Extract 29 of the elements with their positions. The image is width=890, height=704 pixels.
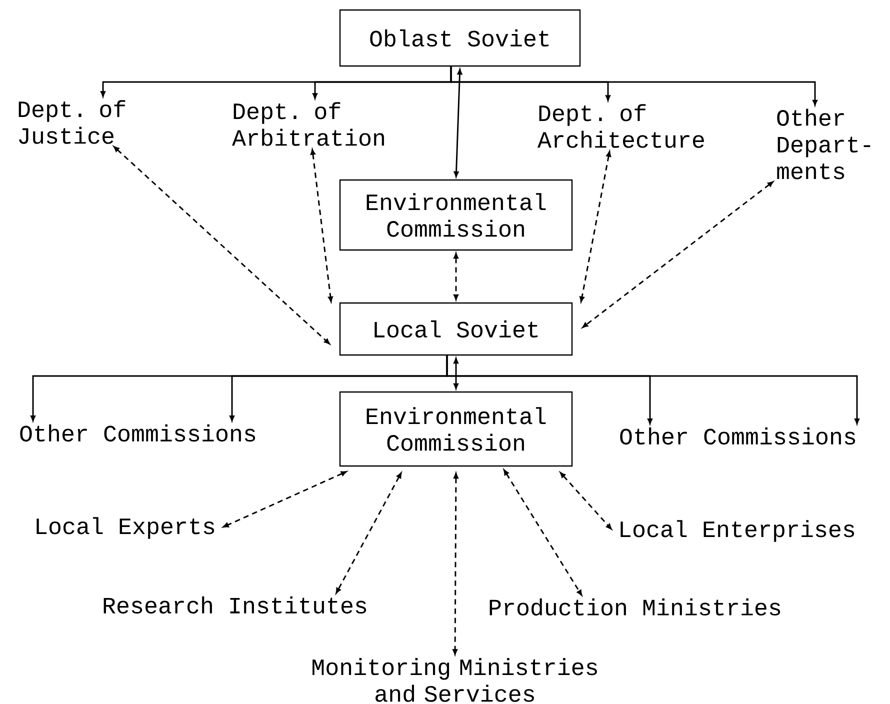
unit-label: Production Ministries — [490, 598, 780, 616]
unit-label: Dept. of Justice — [18, 100, 126, 144]
unit-label: Other Commissions — [20, 424, 256, 442]
org-box: Local Soviet — [339, 302, 573, 356]
arrow — [454, 68, 462, 178]
dashed-arrow — [222, 471, 347, 528]
arrow — [446, 356, 860, 424]
org-box: Oblast Soviet — [339, 9, 581, 67]
org-box: Environmental Commission — [339, 179, 573, 251]
arrow — [450, 66, 818, 106]
arrow — [454, 358, 458, 390]
dashed-arrow — [582, 181, 774, 328]
dashed-arrow — [336, 472, 402, 594]
unit-label: Dept. of Architecture — [537, 104, 704, 148]
org-box: Environmental Commission — [339, 391, 573, 467]
dashed-arrow — [504, 469, 582, 596]
dashed-arrow — [580, 151, 612, 302]
dashed-arrow — [560, 472, 612, 530]
dashed-arrow — [454, 252, 458, 300]
unit-label: Other Depart- ments — [777, 108, 870, 180]
unit-label: Local Enterprises — [620, 520, 854, 542]
unit-label: Local Experts — [36, 517, 214, 539]
unit-label: Other Commissions — [620, 427, 856, 445]
dashed-arrow — [114, 146, 330, 344]
unit-label: Research Institutes — [104, 596, 366, 614]
dashed-arrow — [452, 472, 458, 655]
dashed-arrow — [310, 149, 333, 302]
unit-label: Monitoring Ministries and Services — [312, 658, 597, 702]
unit-label: Dept. of Arbitration — [232, 102, 384, 146]
